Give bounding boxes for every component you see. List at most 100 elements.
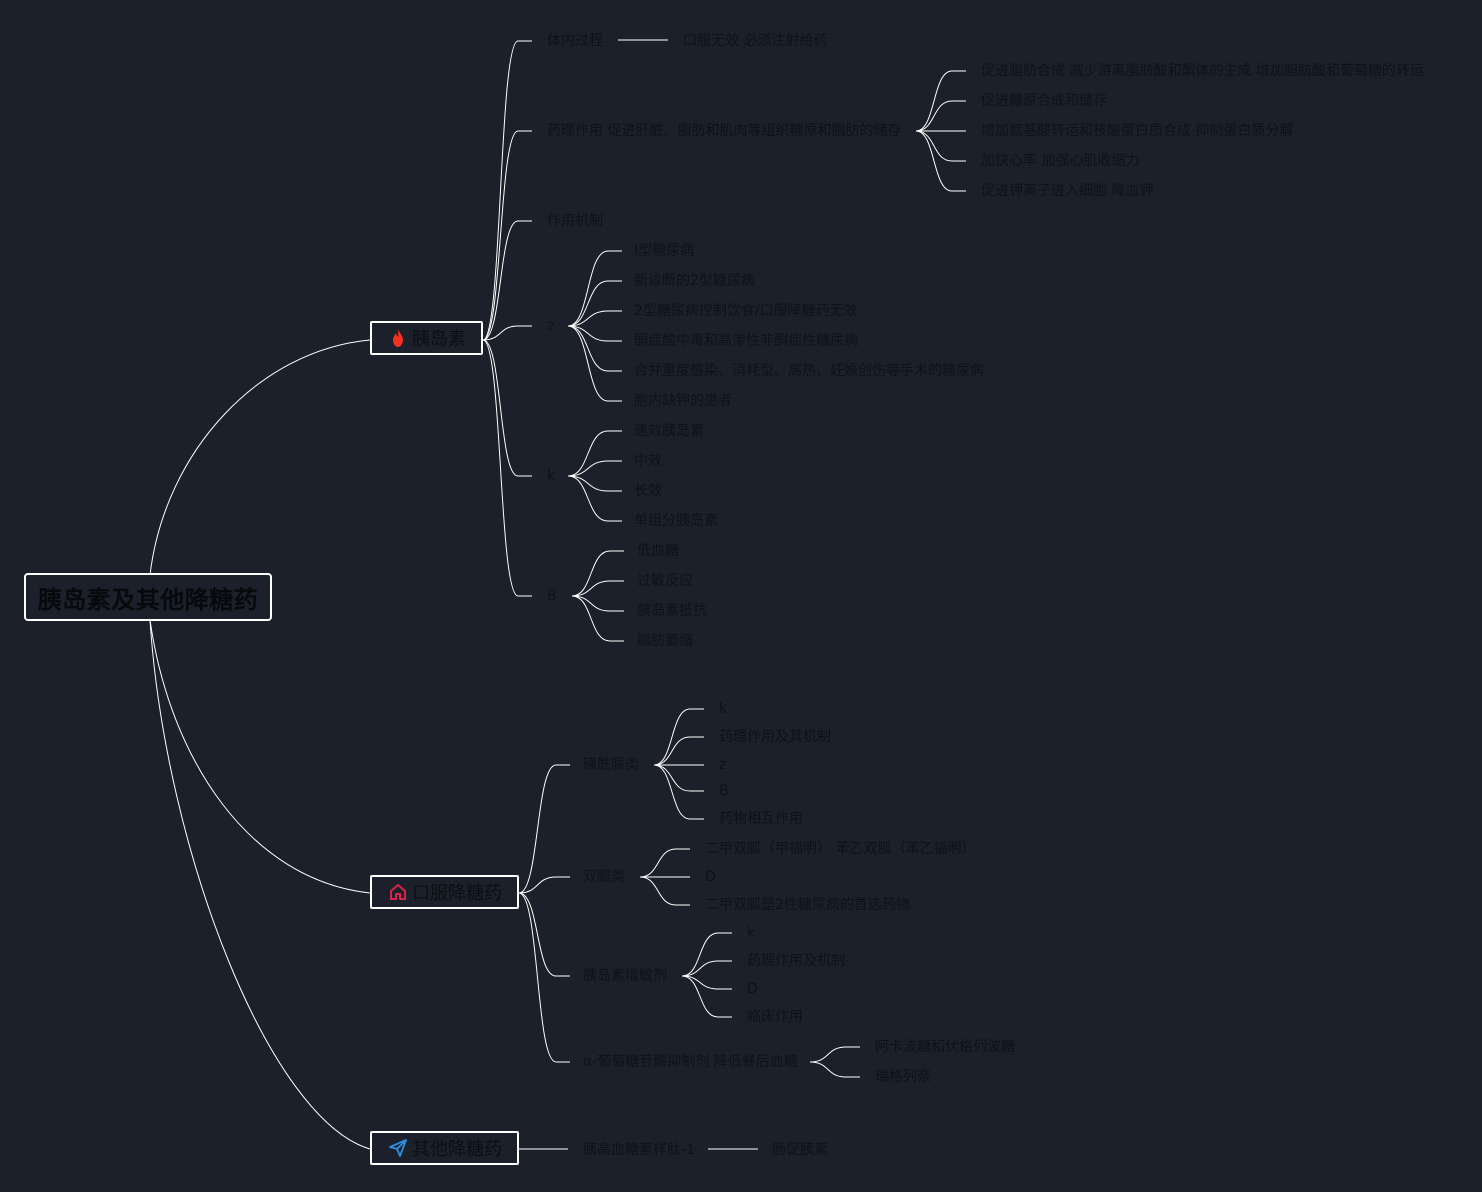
branch-oral-drugs[interactable]: 口服降糖药 [370,875,519,909]
topic-in-vivo[interactable]: 体内过程 [547,33,603,49]
connector-line [482,339,532,597]
root-topic-label: 胰岛素及其他降糖药 [37,585,259,614]
connector-line [518,892,570,977]
topic-in-vivo-detail[interactable]: 口服无效 必须注射给药 [683,33,828,49]
list-item[interactable]: 合并重度感染、消耗型、高热、妊娠创伤等手术的糖尿病 [634,363,984,379]
connector-line [681,975,732,990]
topic-z[interactable]: z [547,318,555,334]
connector-line [567,430,622,477]
connector-line [571,595,624,642]
connector-line [571,595,624,612]
connector-line [482,339,532,477]
branch-other-drugs-label: 其他降糖药 [412,1139,502,1160]
connector-line [809,1061,860,1078]
list-item[interactable]: 加快心率 加强心肌收缩力 [981,153,1140,169]
connector-line [567,475,622,492]
branch-insulin-label: 胰岛素 [412,329,466,350]
topic-alpha-glucosidase[interactable]: α-葡萄糖苷酶抑制剂 降低餐后血糖 [583,1054,798,1070]
list-item[interactable]: 药理作用及机制 [747,953,845,969]
connector-line [653,764,704,820]
list-item[interactable]: 新诊断的2型糖尿病 [634,273,755,289]
topic-mechanism[interactable]: 作用机制 [547,213,603,229]
list-item[interactable]: 促进脂肪合成 减少游离脂肪酸和酮体的生成 增加脂肪酸和葡萄糖的转运 [981,63,1424,79]
connector-line [518,892,570,1063]
list-item[interactable]: 脂肪萎缩 [637,633,693,649]
list-item[interactable]: 胰岛素抵抗 [637,603,707,619]
list-item[interactable]: D [705,869,716,885]
list-item[interactable]: 低血糖 [637,543,679,559]
home-icon [388,882,408,902]
list-item[interactable]: 二甲双胍（甲福明） 苯乙双胍（苯乙福明） [705,841,976,857]
branch-other-drugs[interactable]: 其他降糖药 [370,1131,519,1165]
list-item[interactable]: I型糖尿病 [634,243,695,259]
list-item[interactable]: 速效胰岛素 [634,423,704,439]
topic-pharmacology[interactable]: 药理作用 促进肝脏、脂肪和肌肉等组织糖原和脂肪的储存 [547,123,902,139]
list-item[interactable]: k [719,701,728,717]
connector-line [639,848,690,878]
connector-line [567,460,622,477]
topic-sensitizer[interactable]: 胰岛素增敏剂 [583,968,667,984]
connector-line [915,70,966,132]
list-item[interactable]: 临床作用 [747,1009,803,1025]
list-item[interactable]: B [719,783,729,799]
connector-line [567,310,622,327]
connector-line [482,130,532,341]
connector-line [567,325,622,342]
connector-line [518,876,570,894]
branch-insulin[interactable]: 胰岛素 [370,321,483,355]
list-item[interactable]: 胞内缺钾的患者 [634,393,732,409]
connector-line [681,960,732,977]
list-item[interactable]: 阿卡波糖和伏格列波糖 [875,1039,1015,1055]
connector-line [915,130,966,192]
connector-line [809,1046,860,1063]
connector-line [482,325,532,341]
connector-line [567,475,622,522]
topic-sulfonylurea[interactable]: 磺酰脲类 [583,757,639,773]
topic-glp1-detail[interactable]: 肠促胰素 [772,1142,828,1158]
root-topic[interactable]: 胰岛素及其他降糖药 [24,573,272,621]
connector-line [149,339,371,576]
connector-line [482,40,532,341]
connector-line [653,708,704,766]
list-item[interactable]: 药物相互作用 [719,811,803,827]
connector-line [149,619,371,894]
topic-k[interactable]: k [547,468,556,484]
connector-line [639,876,690,906]
list-item[interactable]: 过敏反应 [637,573,693,589]
list-item[interactable]: 药理作用及其机制 [719,729,831,745]
list-item[interactable]: 中效 [634,453,662,469]
list-item[interactable]: k [747,925,756,941]
connector-line [915,130,966,162]
connector-line [567,325,622,372]
list-item[interactable]: 促进糖原合成和储存 [981,93,1107,109]
connector-line [653,736,704,766]
list-item[interactable]: 促进钾离子进入细胞 降血钾 [981,183,1154,199]
connector-line [149,619,371,1150]
connector-line [915,100,966,132]
connector-line [482,220,532,341]
fire-icon [388,328,408,348]
list-item[interactable]: z [719,757,727,773]
connector-line [571,550,624,597]
list-item[interactable]: 增加氨基酸转运和核酸蛋白质合成 抑制蛋白质分解 [981,123,1294,139]
list-item[interactable]: 单组分胰岛素 [634,513,718,529]
connector-line [681,932,732,977]
topic-b[interactable]: B [547,588,557,604]
connector-line [653,764,704,792]
topic-glp1[interactable]: 胰高血糖素样肽-1 [583,1142,695,1158]
list-item[interactable]: 二甲双胍是2性糖尿病的首选药物 [705,897,910,913]
connector-line [567,325,622,402]
connector-line [571,580,624,597]
list-item[interactable]: 长效 [634,483,662,499]
list-item[interactable]: 2型糖尿病控制饮食/口服降糖药无效 [634,303,858,319]
list-item[interactable]: D [747,981,758,997]
list-item[interactable]: 酮症酸中毒和高渗性非酮症性糖尿病 [634,333,858,349]
connector-line [518,764,570,894]
connector-line [567,280,622,327]
list-item[interactable]: 瑞格列奈 [875,1069,931,1085]
topic-biguanide[interactable]: 双胍类 [583,869,625,885]
connector-line [681,975,732,1018]
connector-line [567,250,622,327]
